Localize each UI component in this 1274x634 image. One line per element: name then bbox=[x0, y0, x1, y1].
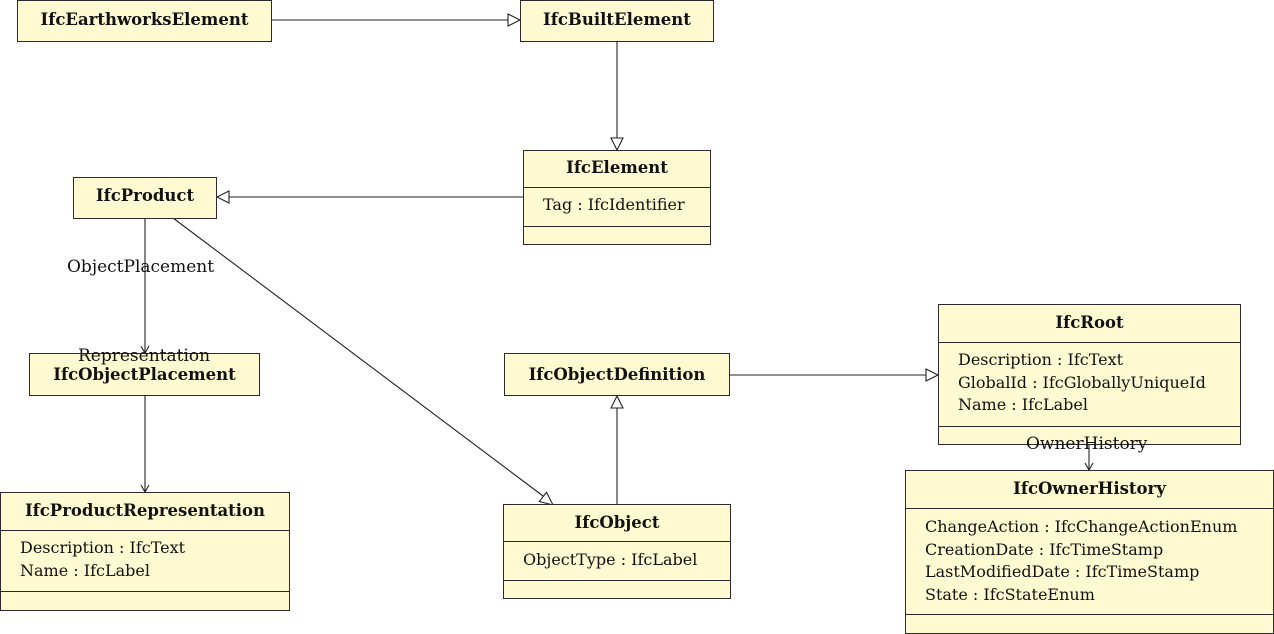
attribute: GlobalId : IfcGloballyUniqueId bbox=[958, 372, 1206, 392]
compartment-divider bbox=[1, 591, 289, 592]
attribute: LastModifiedDate : IfcTimeStamp bbox=[925, 562, 1200, 581]
class-ifcobject: IfcObject ObjectType : IfcLabel bbox=[503, 504, 731, 599]
hollow-arrowhead bbox=[538, 491, 555, 506]
compartment-divider bbox=[504, 580, 730, 581]
class-name: IfcObjectDefinition bbox=[528, 365, 706, 384]
compartment-divider bbox=[524, 226, 710, 227]
hollow-arrowhead bbox=[610, 137, 624, 152]
compartment-divider bbox=[906, 508, 1273, 509]
association-label-representation: Representation bbox=[78, 346, 211, 366]
hollow-arrowhead bbox=[610, 394, 624, 409]
class-name: IfcProduct bbox=[95, 186, 195, 205]
class-ifcearthworkselement: IfcEarthworksElement bbox=[17, 0, 272, 42]
class-ifcownerhistory: IfcOwnerHistory ChangeAction : IfcChange… bbox=[905, 470, 1274, 634]
class-name: IfcElement bbox=[566, 158, 668, 177]
compartment-divider bbox=[939, 426, 1240, 427]
class-name: IfcObjectPlacement bbox=[53, 365, 236, 384]
attribute: ChangeAction : IfcChangeActionEnum bbox=[925, 517, 1238, 536]
attribute-list: ChangeAction : IfcChangeActionEnum Creat… bbox=[925, 516, 1237, 606]
class-name: IfcOwnerHistory bbox=[1013, 479, 1166, 498]
class-name: IfcRoot bbox=[1055, 313, 1124, 332]
compartment-divider bbox=[524, 187, 710, 188]
attribute: Name : IfcLabel bbox=[958, 395, 1088, 414]
attribute: Tag : IfcIdentifier bbox=[543, 195, 685, 214]
compartment-divider bbox=[504, 541, 730, 542]
attribute: ObjectType : IfcLabel bbox=[523, 550, 698, 569]
attribute: Description : IfcText bbox=[958, 350, 1124, 369]
compartment-divider bbox=[1, 530, 289, 531]
class-name: IfcObject bbox=[574, 513, 660, 532]
attribute-list: Description : IfcText Name : IfcLabel bbox=[20, 537, 185, 582]
class-ifcelement: IfcElement Tag : IfcIdentifier bbox=[523, 150, 711, 245]
attribute: CreationDate : IfcTimeStamp bbox=[925, 539, 1164, 559]
hollow-arrowhead bbox=[507, 13, 522, 27]
attribute-list: Description : IfcText GlobalId : IfcGlob… bbox=[958, 349, 1206, 417]
class-name: IfcProductRepresentation bbox=[24, 501, 266, 520]
class-ifcproduct: IfcProduct bbox=[73, 177, 217, 219]
class-ifcroot: IfcRoot Description : IfcText GlobalId :… bbox=[938, 304, 1241, 445]
generalization-product-to-object bbox=[172, 217, 544, 497]
attribute: Description : IfcText bbox=[20, 538, 186, 557]
class-ifcbuiltelement: IfcBuiltElement bbox=[520, 0, 714, 42]
class-ifcobjectplacement: IfcObjectPlacement bbox=[29, 353, 260, 396]
association-label-ownerhistory: OwnerHistory bbox=[1026, 434, 1148, 454]
class-name: IfcEarthworksElement bbox=[40, 10, 249, 29]
compartment-divider bbox=[906, 614, 1273, 615]
hollow-arrowhead bbox=[215, 190, 230, 204]
attribute-list: ObjectType : IfcLabel bbox=[523, 549, 697, 572]
attribute: State : IfcStateEnum bbox=[925, 584, 1095, 604]
class-ifcobjectdefinition: IfcObjectDefinition bbox=[504, 353, 730, 396]
compartment-divider bbox=[939, 342, 1240, 343]
association-label-objectplacement: ObjectPlacement bbox=[67, 257, 215, 277]
attribute: Name : IfcLabel bbox=[20, 560, 150, 580]
class-name: IfcBuiltElement bbox=[543, 10, 691, 29]
hollow-arrowhead bbox=[925, 368, 940, 382]
class-ifcproductrepresentation: IfcProductRepresentation Description : I… bbox=[0, 492, 290, 611]
attribute-list: Tag : IfcIdentifier bbox=[543, 194, 685, 217]
